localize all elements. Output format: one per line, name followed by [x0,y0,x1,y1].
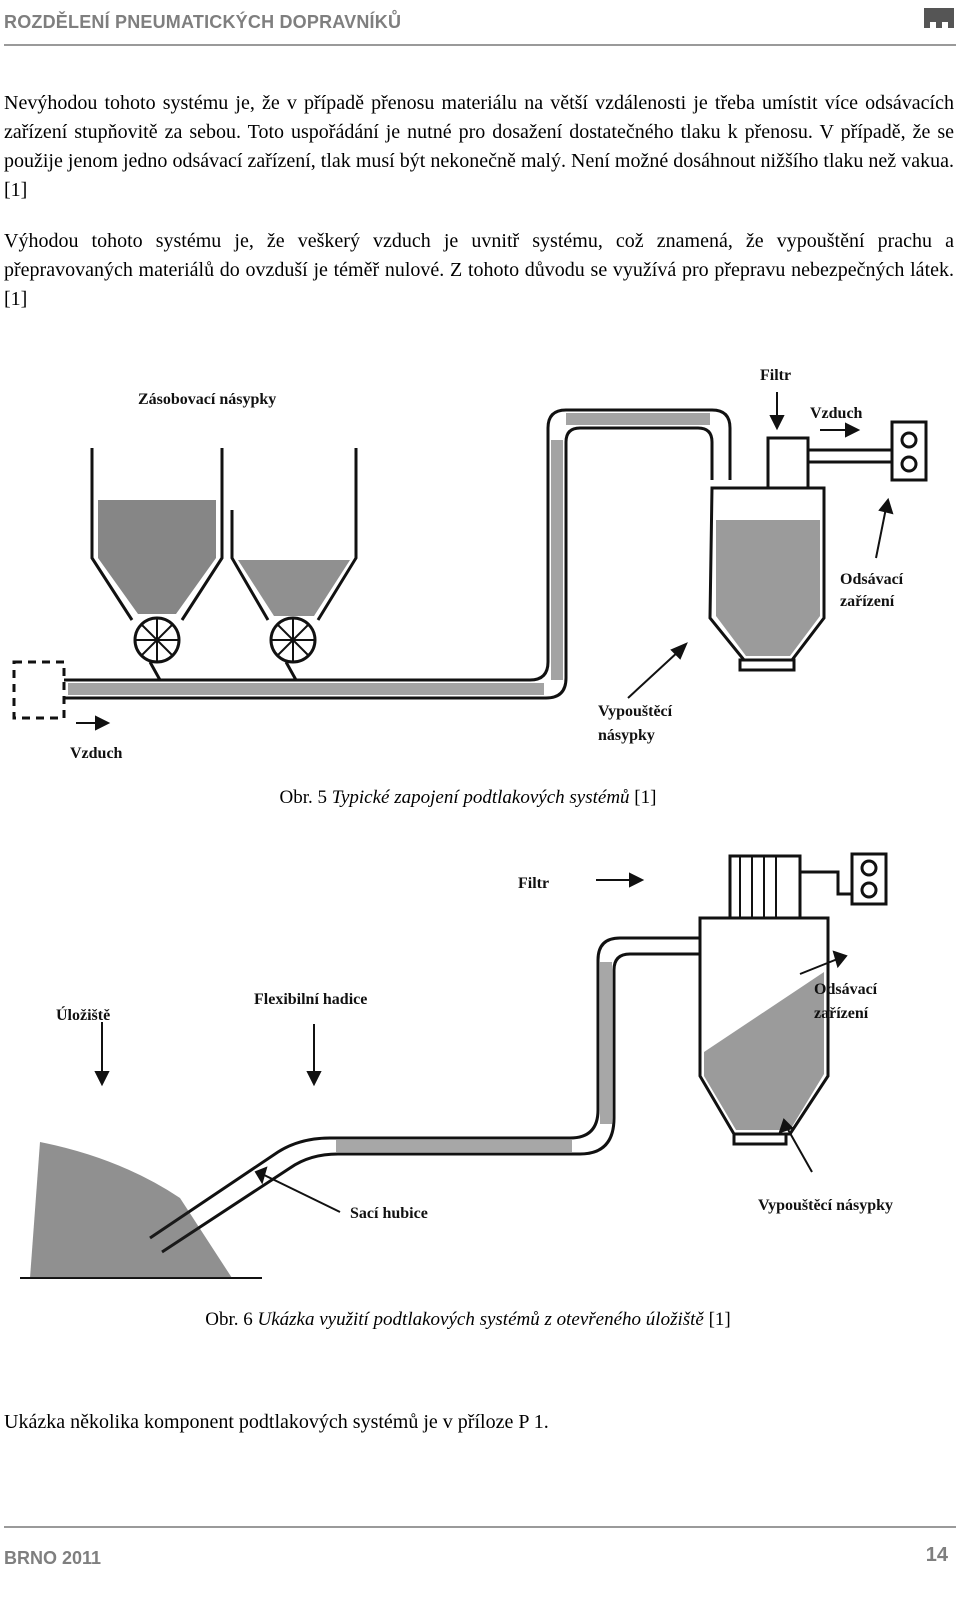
figure-5-caption-prefix: Obr. 5 [279,787,328,808]
suction-device [890,420,928,482]
paragraph-disadvantage: Nevýhodou tohoto systému je, že v případ… [4,92,954,201]
chapter-title: ROZDĚLENÍ PNEUMATICKÝCH DOPRAVNÍKŮ [4,12,402,32]
figure-6-caption-prefix: Obr. 6 [205,1309,253,1330]
figure-6-caption-title: Ukázka využití podtlakových systémů z ot… [257,1309,704,1330]
figure-6-diagram: Filtr Úložiště Flexibilní hadice Odsávac… [20,852,893,1279]
discharge-hopper [738,658,796,672]
label-filter: Filtr [760,367,791,384]
fig5-arrows [76,392,894,731]
exhaust-pipe [800,870,852,896]
label-suction-device: Odsávací [840,571,904,588]
label-discharge-hoppers: Vypouštěcí násypky [758,1197,893,1214]
fig6-drawing [20,852,888,1279]
label-suction-device-2: zařízení [840,593,895,610]
hopper-2 [230,448,358,621]
page-number: 14 [925,1544,948,1566]
label-suction-device-2: zařízení [814,1005,869,1022]
fig5-material [68,413,820,695]
fig6-material [30,962,824,1278]
label-air-in: Vzduch [70,745,123,762]
page-header: ROZDĚLENÍ PNEUMATICKÝCH DOPRAVNÍKŮ [0,0,960,46]
air-inlet-box [12,660,66,720]
figure-6-caption-ref: [1] [708,1309,731,1330]
label-flexible-hose: Flexibilní hadice [254,991,367,1008]
footer-location-year: BRNO 2011 [4,1548,102,1568]
figure-5-caption: Obr. 5 Typické zapojení podtlakových sys… [0,787,948,809]
conveying-pipe-inner [64,426,714,700]
label-suction-nozzle: Sací hubice [350,1205,428,1222]
figure-5-diagram: Zásobovací násypky Filtr Vzduch Odsávací… [12,367,928,762]
label-discharge-hoppers-2: násypky [598,727,655,744]
figure-6-caption: Obr. 6 Ukázka využití podtlakových systé… [0,1309,948,1331]
conveying-pipe-outer [149,936,700,1240]
figure-5-caption-title: Typické zapojení podtlakových systémů [331,787,630,808]
label-supply-hoppers: Zásobovací násypky [138,391,276,408]
paragraph-appendix-note: Ukázka několika komponent podtlakových s… [4,1411,549,1433]
hopper-1 [90,448,224,621]
conveying-pipe-outer [64,408,732,682]
header-rule [4,44,956,46]
filter-housing [766,436,810,490]
fig5-drawing [12,408,928,720]
conveying-pipe-inner [161,952,700,1254]
suction-device [850,852,888,906]
university-logo-icon [924,8,954,28]
label-storage: Úložiště [56,1005,110,1024]
paragraph-advantage: Výhodou tohoto systému je, že veškerý vz… [4,230,954,310]
exhaust-pipe [808,448,892,464]
label-air-out: Vzduch [810,405,863,422]
fig6-arrows [94,872,848,1213]
label-discharge-hoppers: Vypouštěcí [598,703,673,720]
label-suction-device: Odsávací [814,981,878,998]
page-footer: BRNO 2011 14 [0,1520,960,1601]
label-filter: Filtr [518,875,549,892]
footer-rule [4,1526,956,1528]
figure-5-caption-ref: [1] [634,787,657,808]
discharge-hopper [732,1132,788,1146]
